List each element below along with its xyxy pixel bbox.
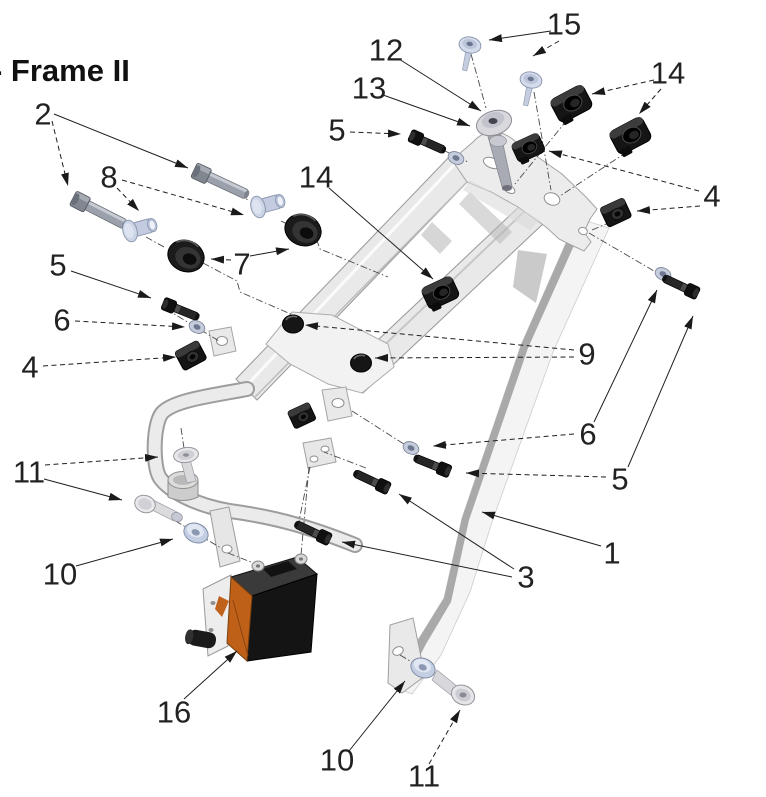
leader-line-1-0 [481,511,602,547]
leader-line-8-1 [121,179,245,216]
leader-line-13-0 [382,94,471,127]
callout-5-right-label: 5 [611,462,628,497]
leader-line-10-right-0 [348,680,406,752]
leader-line-11-left-1 [43,478,123,501]
frame-front-loop [146,381,363,568]
callout-11-right-label: 11 [408,759,440,794]
callout-2-label: 2 [34,97,51,132]
leader-line-15-0 [488,30,552,43]
leader-line-5-left-0 [70,270,152,299]
part-plug-9b [349,353,373,373]
leader-line-5-right-1 [465,469,607,478]
callout-1-label: 1 [603,536,620,571]
callout-6-left-label: 6 [53,303,70,338]
callout-13-label: 13 [352,71,386,106]
callout-4-left-label: 4 [21,350,38,385]
hardware-parts [68,34,702,706]
leader-line-14-mid-0 [328,187,434,280]
leader-line-9-0 [304,322,575,351]
leader-line-4-right-1 [636,205,701,214]
part-coil-16 [185,553,318,663]
part-shoulder-bolt-12-13 [475,109,513,191]
leader-line-5-right-0 [627,315,694,468]
callout-7-label: 7 [233,247,250,282]
leader-line-2-1 [53,113,189,169]
leader-line-7-0 [210,255,232,264]
leader-line-2-0 [51,120,69,187]
leader-line-7-1 [249,247,290,257]
leader-line-9-1 [374,353,575,362]
leader-line-16-0 [183,650,238,700]
callout-10-right-label: 10 [320,743,354,778]
callout-14-right-label: 14 [651,56,685,91]
leader-line-11-left-0 [44,453,159,466]
callout-16-label: 16 [157,695,191,730]
callout-3-label: 3 [517,560,534,595]
part-bolt-11-left [134,494,183,522]
leader-line-4-right-0 [548,150,700,192]
part-plug-9a [281,314,305,334]
part-bolt-11-right [431,669,476,706]
leader-line-11-right-0 [428,709,461,765]
callout-9-label: 9 [578,337,595,372]
leader-line-6-right-1 [432,433,575,449]
leader-line-8-0 [116,187,140,212]
frame-shadow-wedge [459,192,512,244]
leader-line-3-1 [341,540,513,578]
leader-line-14-right-1 [638,88,662,115]
callout-6-right-label: 6 [579,417,596,452]
callout-12-label: 12 [369,33,403,68]
leader-line-12-0 [398,58,482,112]
callout-5-top-label: 5 [328,113,345,148]
frame-shadow-wedge2 [421,222,452,254]
callout-14-mid-label: 14 [299,160,333,195]
callout-4-right-label: 4 [703,179,720,214]
part-screw-11-top [173,446,199,484]
callout-5-left-label: 5 [49,248,66,283]
callout-8-label: 8 [100,160,117,195]
page-title: - Frame II [0,53,130,88]
leader-line-14-right-0 [591,79,655,96]
leader-line-6-left-0 [74,320,186,331]
leader-line-10-left-0 [75,538,174,567]
leader-line-5-top-0 [349,129,402,138]
callout-10-left-label: 10 [43,557,77,592]
callout-11-left-label: 11 [13,455,45,490]
leader-line-4-left-0 [42,353,177,367]
leader-line-6-right-0 [593,289,658,423]
callout-15-label: 15 [547,7,581,42]
leader-line-3-0 [398,493,515,570]
